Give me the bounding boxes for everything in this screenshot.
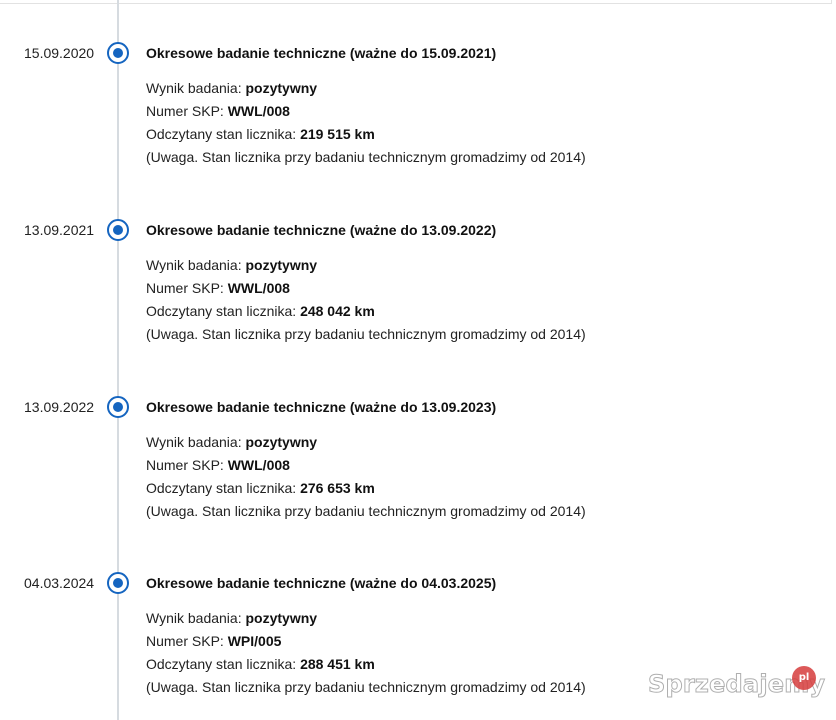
skp-value: WWL/008	[227, 457, 290, 473]
skp-row: Numer SKP: WWL/008	[146, 454, 586, 477]
result-label: Wynik badania:	[146, 257, 246, 273]
result-value: pozytywny	[245, 80, 318, 96]
skp-value: WWL/008	[227, 280, 290, 296]
entry-details: Wynik badania: pozytywny Numer SKP: WWL/…	[146, 431, 586, 523]
odometer-row: Odczytany stan licznika: 248 042 km	[146, 300, 586, 323]
odometer-row: Odczytany stan licznika: 276 653 km	[146, 477, 586, 500]
skp-label: Numer SKP:	[146, 457, 228, 473]
result-label: Wynik badania:	[146, 610, 246, 626]
odometer-row: Odczytany stan licznika: 288 451 km	[146, 653, 586, 676]
odometer-note: (Uwaga. Stan licznika przy badaniu techn…	[146, 503, 586, 519]
odometer-label: Odczytany stan licznika:	[146, 656, 301, 672]
timeline-dot-icon	[107, 396, 129, 418]
result-row: Wynik badania: pozytywny	[146, 254, 586, 277]
entry-details: Wynik badania: pozytywny Numer SKP: WWL/…	[146, 77, 586, 169]
odometer-value: 288 451 km	[300, 656, 375, 672]
result-row: Wynik badania: pozytywny	[146, 431, 586, 454]
odometer-value: 276 653 km	[300, 480, 375, 496]
odometer-row: Odczytany stan licznika: 219 515 km	[146, 123, 586, 146]
watermark-badge-icon: pl	[792, 666, 816, 690]
result-value: pozytywny	[245, 257, 318, 273]
entry-details: Wynik badania: pozytywny Numer SKP: WWL/…	[146, 254, 586, 346]
odometer-label: Odczytany stan licznika:	[146, 126, 301, 142]
skp-row: Numer SKP: WWL/008	[146, 277, 586, 300]
odometer-label: Odczytany stan licznika:	[146, 480, 301, 496]
skp-label: Numer SKP:	[146, 280, 228, 296]
entry-details: Wynik badania: pozytywny Numer SKP: WPI/…	[146, 607, 586, 699]
entry-date: 04.03.2024	[24, 575, 95, 591]
timeline-entry: 15.09.2020 Okresowe badanie techniczne (…	[0, 42, 836, 204]
result-label: Wynik badania:	[146, 434, 246, 450]
skp-value: WWL/008	[227, 103, 290, 119]
entry-date: 13.09.2021	[24, 222, 95, 238]
result-row: Wynik badania: pozytywny	[146, 77, 586, 100]
timeline-line	[117, 0, 119, 720]
entry-date: 15.09.2020	[24, 45, 95, 61]
skp-value: WPI/005	[227, 633, 282, 649]
odometer-value: 219 515 km	[300, 126, 375, 142]
result-value: pozytywny	[245, 610, 318, 626]
timeline-dot-icon	[107, 572, 129, 594]
skp-label: Numer SKP:	[146, 103, 228, 119]
odometer-note: (Uwaga. Stan licznika przy badaniu techn…	[146, 326, 586, 342]
result-label: Wynik badania:	[146, 80, 246, 96]
entry-title: Okresowe badanie techniczne (ważne do 13…	[146, 399, 497, 415]
odometer-label: Odczytany stan licznika:	[146, 303, 301, 319]
entry-date: 13.09.2022	[24, 399, 95, 415]
skp-label: Numer SKP:	[146, 633, 228, 649]
timeline-entry: 13.09.2021 Okresowe badanie techniczne (…	[0, 219, 836, 381]
entry-title: Okresowe badanie techniczne (ważne do 04…	[146, 575, 497, 591]
card-top-border	[0, 0, 832, 4]
odometer-value: 248 042 km	[300, 303, 375, 319]
odometer-note: (Uwaga. Stan licznika przy badaniu techn…	[146, 679, 586, 695]
odometer-note: (Uwaga. Stan licznika przy badaniu techn…	[146, 149, 586, 165]
result-value: pozytywny	[245, 434, 318, 450]
timeline-dot-icon	[107, 42, 129, 64]
result-row: Wynik badania: pozytywny	[146, 607, 586, 630]
timeline-entry: 04.03.2024 Okresowe badanie techniczne (…	[0, 572, 836, 720]
entry-title: Okresowe badanie techniczne (ważne do 15…	[146, 45, 497, 61]
timeline-entry: 13.09.2022 Okresowe badanie techniczne (…	[0, 396, 836, 558]
entry-title: Okresowe badanie techniczne (ważne do 13…	[146, 222, 497, 238]
timeline-dot-icon	[107, 219, 129, 241]
skp-row: Numer SKP: WWL/008	[146, 100, 586, 123]
skp-row: Numer SKP: WPI/005	[146, 630, 586, 653]
